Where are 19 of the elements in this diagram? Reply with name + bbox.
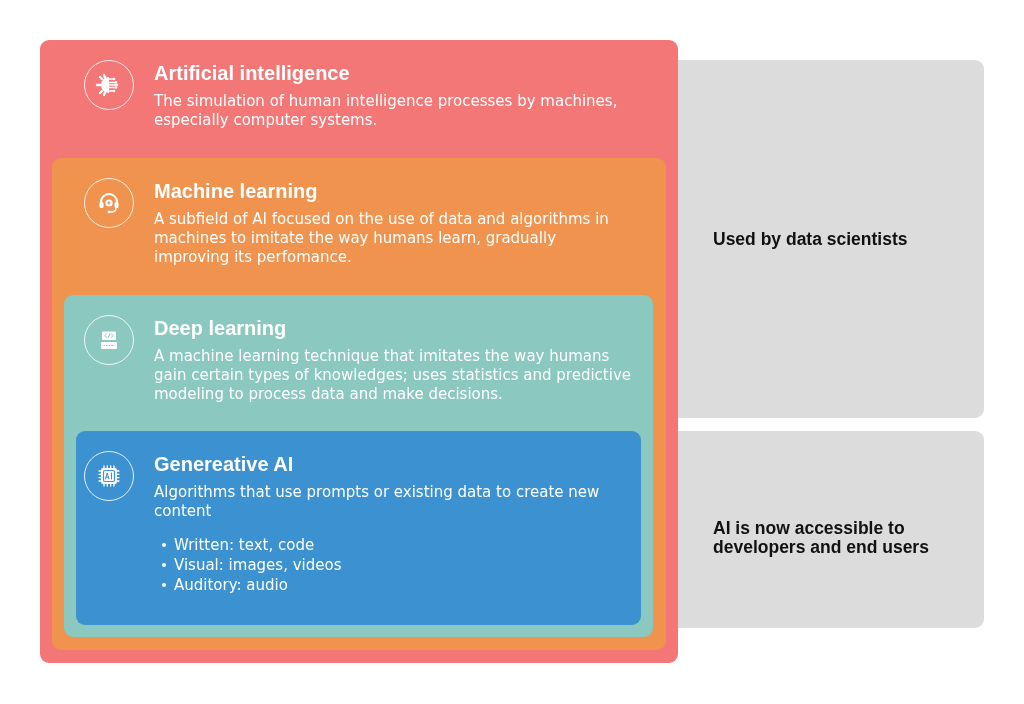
- note-panel: [678, 60, 984, 418]
- layer-description: A machine learning technique that imitates the way humans gain certain types of knowledges; uses statistics and predictive modeling to process data and make decisions.: [154, 347, 632, 404]
- bullet-item: Auditory: audio: [174, 575, 288, 595]
- layer-title: Machine learning: [154, 179, 319, 203]
- nested-layer-panel: [52, 158, 666, 650]
- note-text: Used by data scientists: [713, 229, 909, 249]
- layer-description: A subfield of AI focused on the use of data and algorithms in machines to imitate the way humans learn, gradually improving its perfomance.: [154, 210, 610, 267]
- note-text: AI is now accessible to developers and end users: [713, 518, 930, 557]
- layer-title: Deep learning: [154, 316, 288, 340]
- nested-layer-panel: [40, 40, 678, 663]
- layer-description: The simulation of human intelligence processes by machines, especially computer systems.: [154, 92, 619, 130]
- nested-layer-panel: [64, 295, 653, 637]
- layer-title: Genereative AI: [154, 452, 295, 476]
- note-panel: [678, 431, 984, 628]
- bullet-item: Written: text, code: [174, 535, 315, 555]
- layer-title: Artificial intelligence: [154, 61, 351, 85]
- nested-layer-panel: [76, 431, 641, 625]
- layer-description: Algorithms that use prompts or existing data to create new content: [154, 483, 601, 521]
- bullet-item: Visual: images, videos: [174, 555, 342, 575]
